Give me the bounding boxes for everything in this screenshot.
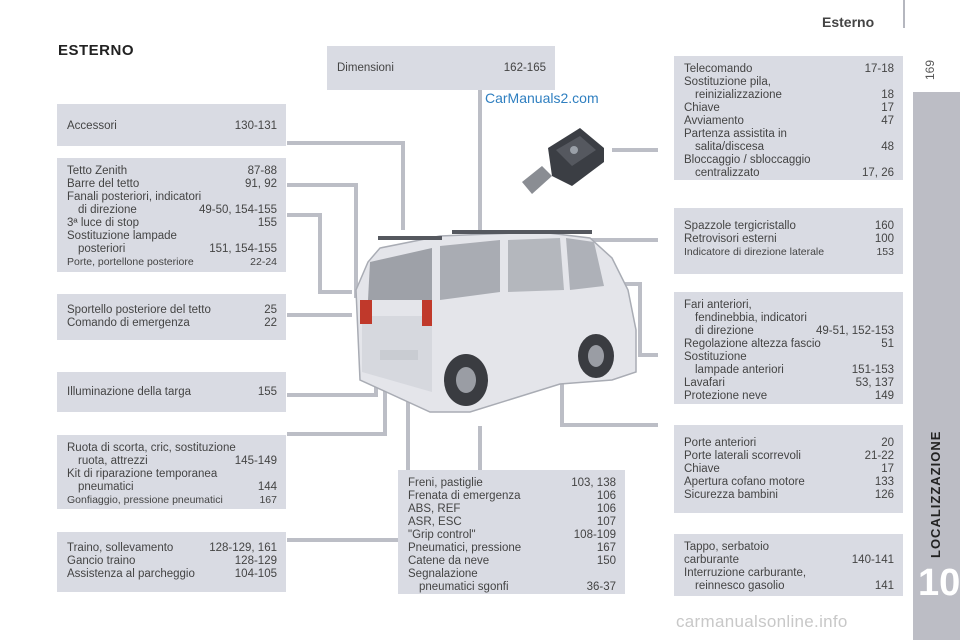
car-icon [355,230,637,413]
header-title: Esterno [822,14,875,30]
list-item: Partenza assistita in [684,128,787,140]
list-item: Segnalazione [408,568,478,580]
list-item: Ruota di scorta, cric, sostituzione [67,442,236,454]
list-item: Sostituzione pila, [684,76,771,88]
list-item: Sostituzione lampade [67,230,177,242]
watermark-bottom: carmanualsonline.info [676,612,848,631]
header-divider [903,0,905,28]
box-ruota: Ruota di scorta, cric, sostituzione ruot… [57,435,286,509]
watermark-top: CarManuals2.com [485,90,599,106]
chapter-number: 10 [918,560,960,606]
section-title: ESTERNO [58,42,135,59]
box-fari: Fari anteriori, fendinebbia, indicatori … [674,292,903,404]
list-item: Fari anteriori, [684,299,752,311]
list-item: Bloccaggio / sbloccaggio [684,154,811,166]
list-item: Tappo, serbatoio [684,541,770,553]
side-tab [913,92,960,640]
list-item: "Grip control"108-109 [408,529,616,541]
list-item: fendinebbia, indicatori [695,312,807,324]
list-item: Sostituzione [684,351,747,363]
list-item: Kit di riparazione temporanea [67,468,218,480]
key-fob-icon [522,128,604,194]
list-item: Interruzione carburante, [684,567,807,579]
list-item: Fanali posteriori, indicatori [67,191,202,203]
